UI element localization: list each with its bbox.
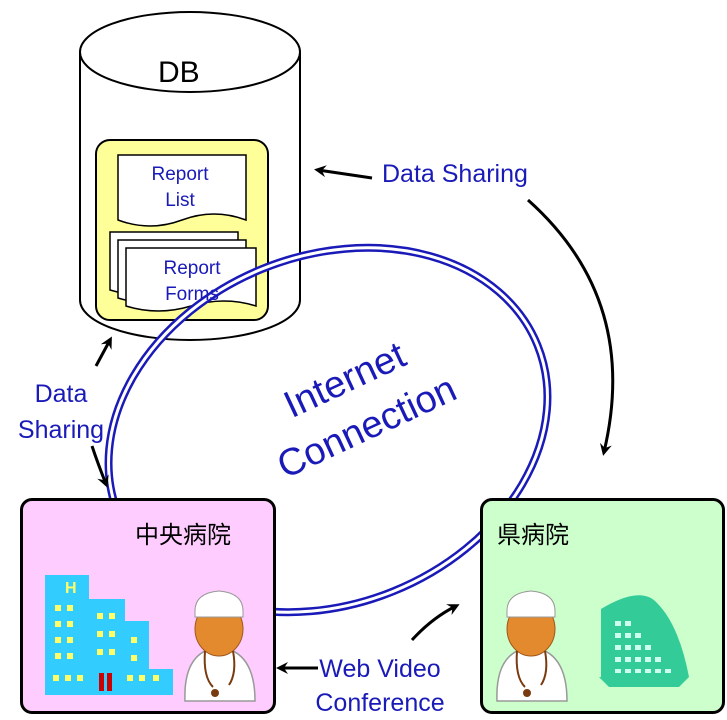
arrow-to-db-left [94,336,112,367]
web-video-conference-label: Web Video Conference [310,652,450,720]
report-forms-documents [109,231,257,312]
report-forms-line-1: Report [163,258,221,279]
video-conf-line-2: Conference [315,689,445,717]
report-forms-line-2: Forms [165,284,219,305]
prefectural-hospital-title: 県病院 [497,521,569,549]
data-sharing-left-line-2: Sharing [17,416,105,444]
prefectural-hospital-box: 県病院 [480,498,725,714]
data-sharing-label-left: Data Sharing [6,376,116,448]
prefectural-hospital-illustration [496,590,689,702]
report-list-label: Report List [140,162,220,214]
building-icon: H [45,575,173,695]
building-icon [599,595,689,687]
video-conf-line-1: Web Video [319,655,441,683]
doctor-icon [496,590,568,702]
arrow-to-db-right [314,165,373,180]
data-sharing-label-right: Data Sharing [382,160,528,188]
db-label: DB [158,56,200,89]
central-hospital-box: 中央病院 H [20,498,276,714]
svg-text:H: H [65,580,77,597]
report-forms-label: Report Forms [152,256,232,308]
central-hospital-illustration: H [45,575,256,702]
arrow-to-central [90,445,109,488]
central-hospital-title: 中央病院 [135,521,231,549]
arrow-video-to-prefectural [410,604,460,642]
report-list-line-2: List [165,190,195,211]
report-list-document [117,154,247,227]
doctor-icon [184,590,256,702]
report-list-line-1: Report [151,164,209,185]
arrow-to-prefectural [527,198,615,456]
data-sharing-left-line-1: Data [34,380,88,408]
